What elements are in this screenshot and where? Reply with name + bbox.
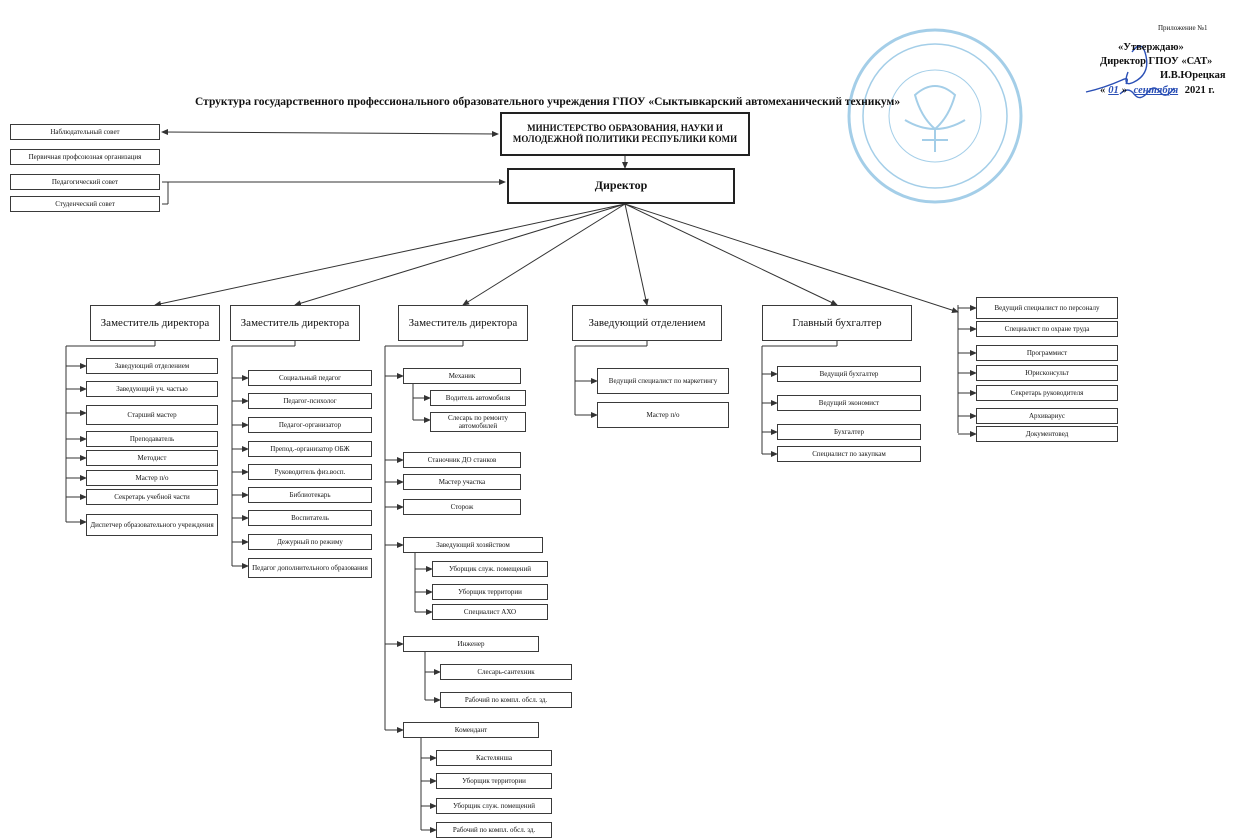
approval-heading: «Утверждаю» — [1118, 42, 1184, 53]
council-box: Первичная профсоюзная организация — [10, 149, 160, 165]
mechanic-box: Механик — [403, 368, 521, 384]
col2-item: Воспитатель — [248, 510, 372, 526]
official-stamp — [847, 28, 1023, 204]
engineer-sub-item: Слесарь-сантехник — [440, 664, 572, 680]
col3-item: Сторож — [403, 499, 521, 515]
housekeeping-sub-item: Специалист АХО — [432, 604, 548, 620]
col1-item: Диспетчер образовательного учреждения — [86, 514, 218, 536]
col2-item: Социальный педагог — [248, 370, 372, 386]
council-ministry-arrow — [161, 129, 499, 137]
col1-item: Секретарь учебной части — [86, 489, 218, 505]
head-box: Заместитель директора — [230, 305, 360, 341]
col2-item: Педагог-организатор — [248, 417, 372, 433]
col1-item: Мастер п/о — [86, 470, 218, 486]
appendix-label: Приложение №1 — [1158, 24, 1208, 32]
col2-item: Педагог дополнительного образования — [248, 558, 372, 578]
col4-item: Мастер п/о — [597, 402, 729, 428]
engineer-box: Инженер — [403, 636, 539, 652]
col2-item: Руководитель физ.восп. — [248, 464, 372, 480]
director-box: Директор — [507, 168, 735, 204]
col6-item: Архивариус — [976, 408, 1118, 424]
commandant-box: Комендант — [403, 722, 539, 738]
col1-item: Преподаватель — [86, 431, 218, 447]
col3-item: Мастер участка — [403, 474, 521, 490]
col1-item: Заведующий отделением — [86, 358, 218, 374]
col6-item: Юрисконсульт — [976, 365, 1118, 381]
col2-item: Препод.-организатор ОБЖ — [248, 441, 372, 457]
director-head-arrow — [624, 203, 649, 306]
mechanic-sub-item: Слесарь по ремонту автомобилей — [430, 412, 526, 432]
mechanic-sub-item: Водитель автомобиля — [430, 390, 526, 406]
director-head-arrow — [462, 203, 626, 306]
head-box: Заместитель директора — [90, 305, 220, 341]
col2-item: Библиотекарь — [248, 487, 372, 503]
col2-item: Педагог-психолог — [248, 393, 372, 409]
director-head-arrow — [624, 203, 838, 306]
head-box: Главный бухгалтер — [762, 305, 912, 341]
col5-item: Бухгалтер — [777, 424, 921, 440]
col1-item: Старший мастер — [86, 405, 218, 425]
col5-item: Ведущий бухгалтер — [777, 366, 921, 382]
commandant-sub-item: Кастелянша — [436, 750, 552, 766]
signature — [1085, 45, 1175, 99]
col6-item: Секретарь руководителя — [976, 385, 1118, 401]
director-head-arrow — [294, 203, 626, 307]
head-box: Заместитель директора — [398, 305, 528, 341]
engineer-sub-item: Рабочий по компл. обсл. зд. — [440, 692, 572, 708]
council-box: Педагогический совет — [10, 174, 160, 190]
chart-title: Структура государственного профессиональ… — [195, 96, 901, 108]
col2-item: Дежурный по режиму — [248, 534, 372, 550]
approval-position: Директор ГПОУ «САТ» — [1100, 56, 1213, 67]
col1-item: Заведующий уч. частью — [86, 381, 218, 397]
col5-item: Специалист по закупкам — [777, 446, 921, 462]
housekeeping-sub-item: Уборщик территории — [432, 584, 548, 600]
col6-item: Ведущий специалист по персоналу — [976, 297, 1118, 319]
director-staff-arrow — [624, 203, 959, 314]
director-head-arrow — [154, 203, 626, 307]
ministry-box: МИНИСТЕРСТВО ОБРАЗОВАНИЯ, НАУКИ И МОЛОДЕ… — [500, 112, 750, 156]
col1-item: Методист — [86, 450, 218, 466]
commandant-sub-item: Уборщик служ. помещений — [436, 798, 552, 814]
commandant-sub-item: Уборщик территории — [436, 773, 552, 789]
col6-item: Специалист по охране труда — [976, 321, 1118, 337]
col5-item: Ведущий экономист — [777, 395, 921, 411]
head-box: Заведующий отделением — [572, 305, 722, 341]
housekeeping-sub-item: Уборщик служ. помещений — [432, 561, 548, 577]
council-box: Студенческий совет — [10, 196, 160, 212]
approval-date: «01» сентября 2021 г. — [1100, 85, 1215, 96]
col4-item: Ведущий специалист по маркетингу — [597, 368, 729, 394]
col6-item: Программист — [976, 345, 1118, 361]
col3-item: Станочник ДО станков — [403, 452, 521, 468]
housekeeping-box: Заведующий хозяйством — [403, 537, 543, 553]
council-box: Наблюдательный совет — [10, 124, 160, 140]
approval-name: И.В.Юрецкая — [1160, 70, 1226, 81]
col6-item: Документовед — [976, 426, 1118, 442]
